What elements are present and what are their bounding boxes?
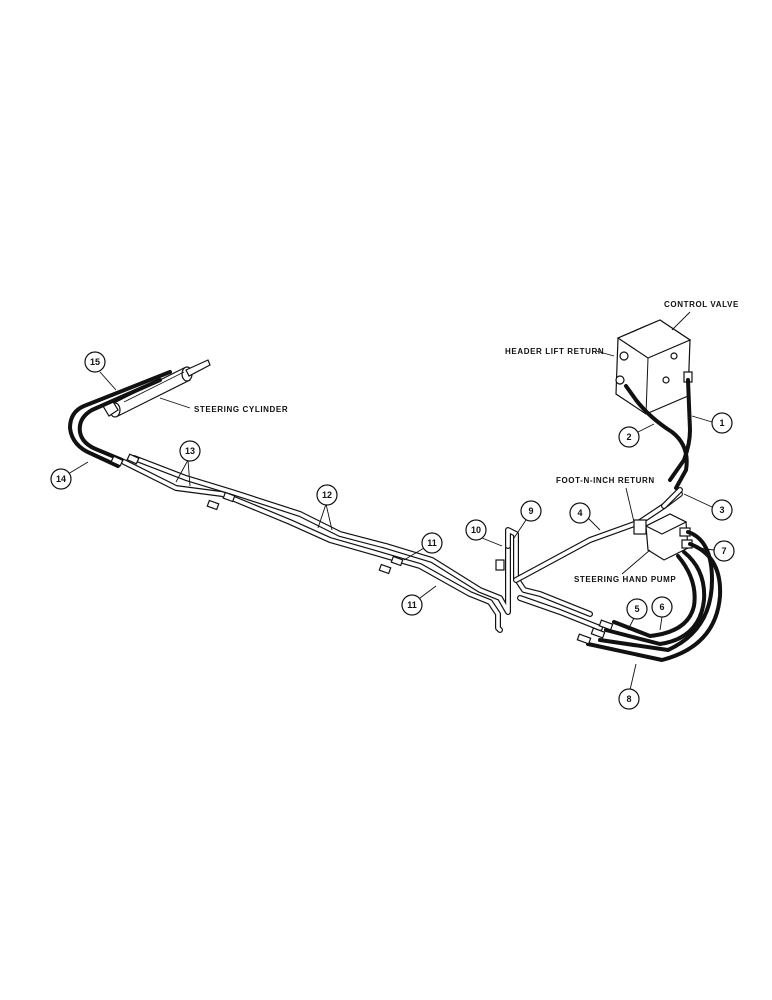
steering-hand-pump-leader [621, 549, 651, 575]
svg-text:14: 14 [56, 474, 66, 484]
svg-text:7: 7 [721, 546, 726, 556]
svg-text:2: 2 [626, 432, 631, 442]
svg-text:11: 11 [427, 538, 437, 548]
foot-n-inch-return-label: FOOT-N-INCH RETURN [556, 476, 655, 485]
control-valve [615, 319, 693, 415]
svg-text:3: 3 [719, 505, 724, 515]
header-lift-return-label: HEADER LIFT RETURN [505, 347, 604, 356]
steering-cylinder-label: STEERING CYLINDER [194, 405, 288, 414]
svg-text:5: 5 [634, 604, 639, 614]
steering-cylinder [102, 359, 211, 418]
svg-text:12: 12 [322, 490, 332, 500]
svg-text:6: 6 [659, 602, 664, 612]
steering-hand-pump [633, 513, 693, 561]
control-valve-leader [671, 311, 691, 331]
callout-9: 9 [513, 500, 542, 539]
foot-n-inch-return-leader [625, 487, 635, 523]
callout-4: 4 [569, 502, 601, 531]
callout-7: 7 [697, 540, 735, 562]
svg-text:15: 15 [90, 357, 100, 367]
callout-5: 5 [626, 598, 648, 631]
steel-tube-lines [110, 453, 511, 633]
control-valve-label: CONTROL VALVE [664, 300, 739, 309]
callout-11-lower: 11 [401, 585, 437, 616]
svg-text:9: 9 [528, 506, 533, 516]
callout-1: 1 [691, 412, 733, 434]
svg-text:1: 1 [719, 418, 724, 428]
callout-11-upper: 11 [403, 532, 443, 561]
svg-text:4: 4 [577, 508, 582, 518]
callout-10: 10 [465, 519, 503, 547]
steering-cylinder-leader [159, 397, 191, 409]
svg-text:8: 8 [626, 694, 631, 704]
header-lift-return-leader [595, 350, 615, 357]
callout-13: 13 [175, 440, 201, 487]
pump-hoses [576, 530, 723, 662]
callout-8: 8 [618, 663, 640, 710]
callout-6: 6 [651, 596, 673, 631]
steering-hand-pump-label: STEERING HAND PUMP [574, 575, 676, 584]
callout-3: 3 [683, 493, 733, 521]
cylinder-hoses [68, 370, 172, 468]
svg-text:11: 11 [407, 600, 417, 610]
svg-text:10: 10 [471, 525, 481, 535]
callout-2: 2 [618, 423, 655, 448]
callout-15: 15 [84, 351, 117, 391]
svg-text:13: 13 [185, 446, 195, 456]
callout-14: 14 [50, 461, 89, 490]
valve-hoses [624, 378, 692, 509]
callout-12: 12 [316, 484, 338, 531]
